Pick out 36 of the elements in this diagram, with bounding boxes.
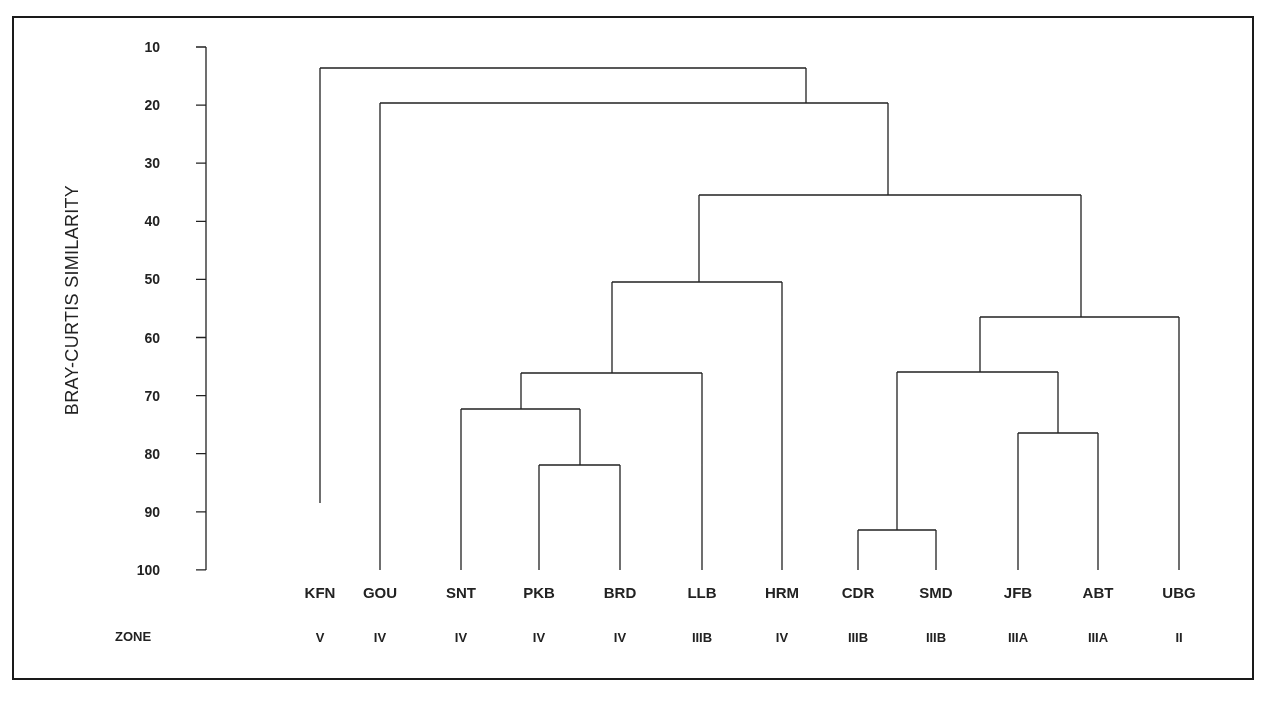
site-label: ABT xyxy=(1082,584,1114,600)
zone-label: IIIB xyxy=(847,630,869,644)
tick-label: 70 xyxy=(144,388,160,403)
zone-label: II xyxy=(1175,630,1183,644)
zone-label: IV xyxy=(532,630,546,644)
zone-label: IIIB xyxy=(691,630,713,644)
site-label: PKB xyxy=(523,584,555,600)
row-label: ZONE xyxy=(114,629,152,643)
zone-label: IV xyxy=(613,630,627,644)
site-label: UBG xyxy=(1162,584,1196,600)
tick-label: 30 xyxy=(144,156,160,171)
site-label: KFN xyxy=(304,584,336,600)
tick-label: 100 xyxy=(136,562,160,577)
tick-label: 40 xyxy=(144,214,160,229)
site-label: SNT xyxy=(446,584,476,600)
site-label: HRM xyxy=(764,584,800,600)
axis-title: BRAY-CURTIS SIMILARITY xyxy=(63,184,81,416)
zone-label: IIIA xyxy=(1087,630,1109,644)
site-label: CDR xyxy=(841,584,875,600)
site-label: JFB xyxy=(1003,584,1033,600)
tick-label: 90 xyxy=(144,504,160,519)
zone-label: IV xyxy=(775,630,789,644)
zone-label: V xyxy=(315,630,325,644)
zone-label: IV xyxy=(454,630,468,644)
site-label: SMD xyxy=(919,584,953,600)
zone-label: IV xyxy=(373,630,387,644)
tick-label: 80 xyxy=(144,446,160,461)
zone-label: IIIB xyxy=(925,630,947,644)
tick-label: 20 xyxy=(144,98,160,113)
tick-label: 50 xyxy=(144,272,160,287)
site-label: LLB xyxy=(687,584,717,600)
site-label: BRD xyxy=(603,584,637,600)
tick-label: 60 xyxy=(144,330,160,345)
zone-label: IIIA xyxy=(1007,630,1029,644)
tick-label: 10 xyxy=(144,40,160,54)
site-label: GOU xyxy=(362,584,398,600)
